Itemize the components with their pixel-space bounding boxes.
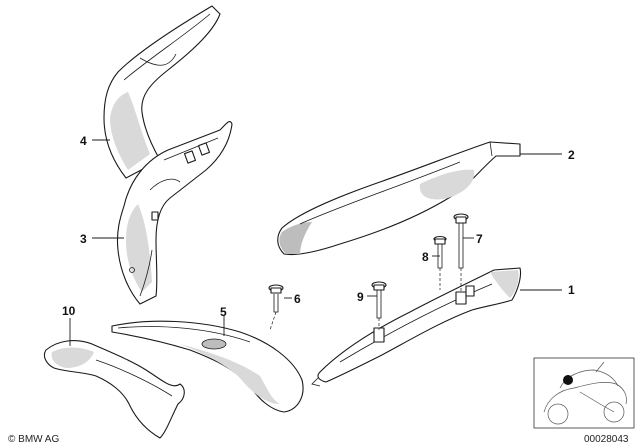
- callout-4[interactable]: 4: [80, 134, 87, 148]
- part-5-curved-handle[interactable]: [111, 320, 304, 413]
- bolt-8[interactable]: [433, 235, 447, 269]
- part-2-side-panel[interactable]: [277, 141, 521, 256]
- callout-9[interactable]: 9: [357, 290, 364, 304]
- screw-9[interactable]: [371, 281, 387, 319]
- part-10-bracket[interactable]: [43, 340, 185, 439]
- callout-3[interactable]: 3: [80, 232, 87, 246]
- callout-6[interactable]: 6: [294, 292, 301, 306]
- callout-1[interactable]: 1: [568, 283, 575, 297]
- copyright-text: © BMW AG: [8, 434, 59, 445]
- part-4-upper-cover[interactable]: [103, 5, 221, 179]
- screw-6[interactable]: [268, 284, 284, 313]
- bolt-7[interactable]: [453, 213, 469, 269]
- part-1-lower-rail[interactable]: [311, 267, 522, 387]
- location-marker-icon: [563, 375, 573, 385]
- guide-line-6: [269, 311, 277, 331]
- callout-7[interactable]: 7: [476, 232, 483, 246]
- diagram-number: 00028043: [584, 434, 629, 445]
- callout-5[interactable]: 5: [220, 305, 227, 319]
- callout-2[interactable]: 2: [568, 148, 575, 162]
- callout-10[interactable]: 10: [62, 304, 76, 318]
- callout-8[interactable]: 8: [422, 250, 429, 264]
- motorcycle-locator-thumbnail: [533, 357, 635, 429]
- part-3-lower-bracket[interactable]: [116, 121, 233, 305]
